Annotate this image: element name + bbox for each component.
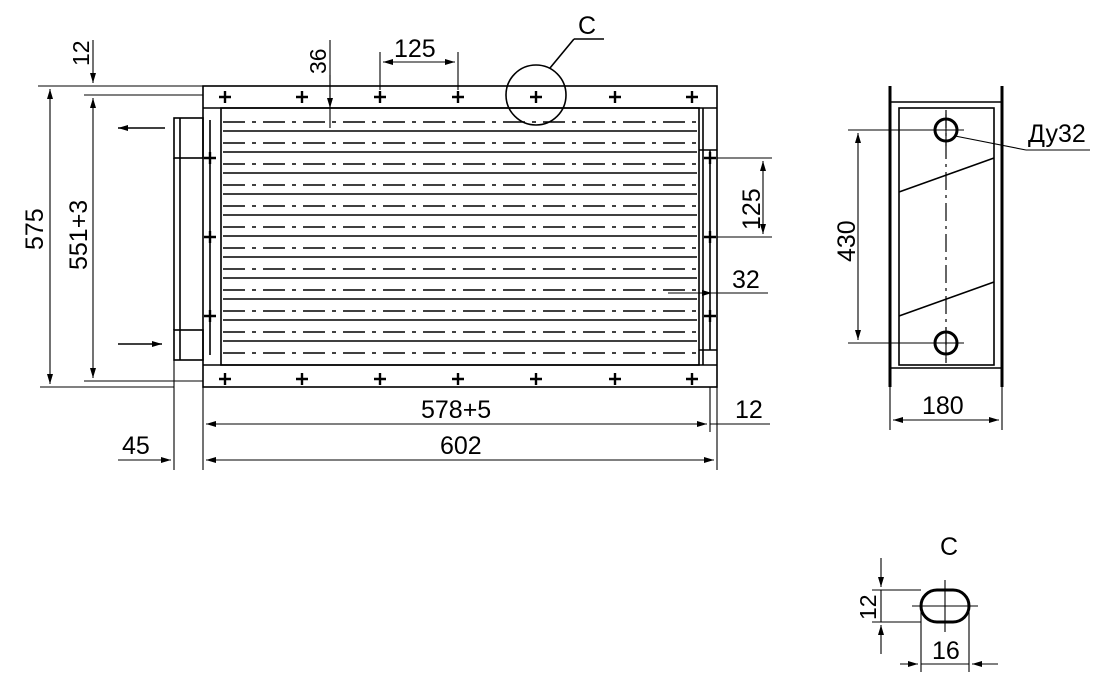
top-bolts <box>219 91 698 103</box>
core <box>220 107 700 366</box>
dim-430: 430 <box>833 220 861 262</box>
side-body <box>898 107 995 366</box>
dim-36: 36 <box>305 48 331 74</box>
dim-du32: Ду32 <box>1028 120 1086 148</box>
dim-180: 180 <box>922 392 964 420</box>
front-view: C 12 575 551+3 36 125 125 32 <box>21 12 772 470</box>
side-view: 430 Ду32 180 <box>833 86 1090 430</box>
bottom-bolts <box>219 373 698 385</box>
detail-c: C 12 16 <box>855 533 998 672</box>
dim-125-right: 125 <box>738 188 766 230</box>
dim-551: 551+3 <box>65 200 93 270</box>
tube-rows <box>223 121 697 354</box>
detail-dim-12: 12 <box>855 594 881 620</box>
callout-c-label: C <box>578 12 596 40</box>
callout-c-circle <box>505 64 567 126</box>
detail-dim-16: 16 <box>932 637 960 665</box>
dim-602: 602 <box>440 432 482 460</box>
dim-125-top: 125 <box>394 35 436 63</box>
right-bolts <box>704 152 716 322</box>
left-bolts <box>204 152 216 322</box>
dim-12-top: 12 <box>68 40 94 66</box>
lower-nozzle <box>173 329 204 361</box>
dim-575: 575 <box>21 208 49 250</box>
dim-578: 578+5 <box>421 396 491 424</box>
dim-45: 45 <box>122 432 150 460</box>
upper-nozzle <box>173 117 204 159</box>
dim-12-right: 12 <box>735 396 763 424</box>
detail-c-label: C <box>940 533 958 561</box>
dim-32: 32 <box>732 266 760 294</box>
